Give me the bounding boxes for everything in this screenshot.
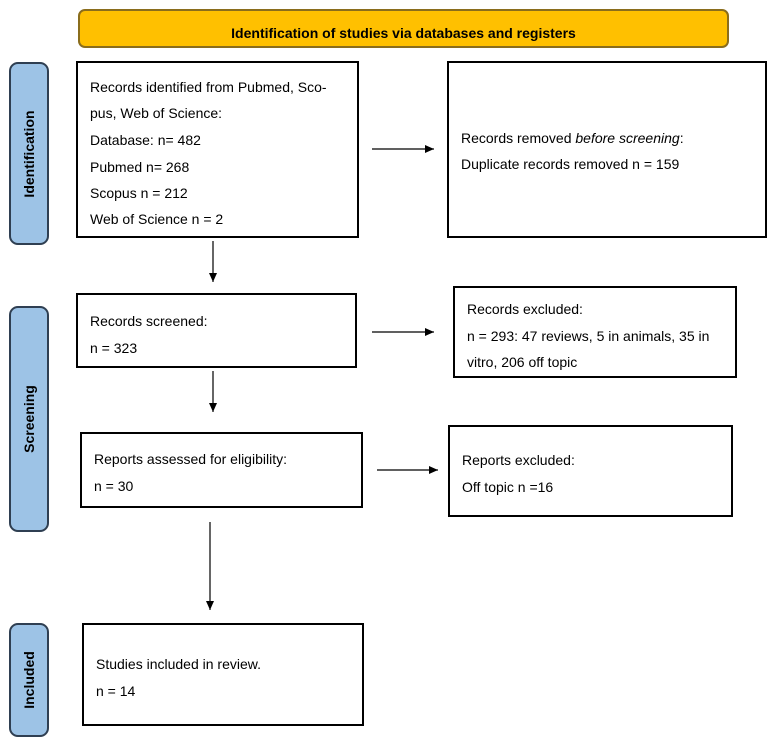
records-excluded-box: Records excluded: n = 293: 47 reviews, 5… bbox=[453, 286, 737, 378]
records-excluded-line2: n = 293: 47 reviews, 5 in animals, 35 in bbox=[467, 328, 710, 344]
records-removed-italic: before screening bbox=[575, 130, 680, 146]
records-identified-box: Records identified from Pubmed, Sco- pus… bbox=[76, 61, 359, 238]
records-screened-line2: n = 323 bbox=[90, 340, 138, 356]
reports-assessed-line2: n = 30 bbox=[94, 478, 134, 494]
records-excluded-line1: Records excluded: bbox=[467, 301, 583, 317]
reports-excluded-box: Reports excluded: Off topic n =16 bbox=[448, 425, 733, 517]
phase-screening: Screening bbox=[9, 306, 49, 532]
records-removed-line1: Records removed before screening: bbox=[461, 130, 684, 146]
studies-included-line2: n = 14 bbox=[96, 683, 136, 699]
records-identified-line1: Records identified from Pubmed, Sco- bbox=[90, 79, 327, 95]
records-identified-wos: Web of Science n = 2 bbox=[90, 211, 224, 227]
studies-included-box: Studies included in review. n = 14 bbox=[82, 623, 364, 726]
records-removed-line2: Duplicate records removed n = 159 bbox=[461, 156, 680, 172]
reports-assessed-box: Reports assessed for eligibility: n = 30 bbox=[80, 432, 363, 508]
records-removed-prefix: Records removed bbox=[461, 130, 576, 146]
records-identified-line2: pus, Web of Science: bbox=[90, 105, 223, 121]
phase-included: Included bbox=[9, 623, 49, 737]
records-removed-suffix: : bbox=[679, 130, 684, 146]
records-screened-box: Records screened: n = 323 bbox=[76, 293, 357, 368]
studies-included-line1: Studies included in review. bbox=[96, 656, 261, 672]
header-banner: Identification of studies via databases … bbox=[78, 9, 729, 48]
reports-excluded-line2: Off topic n =16 bbox=[462, 479, 554, 495]
records-screened-line1: Records screened: bbox=[90, 313, 208, 329]
records-removed-box: Records removed before screening: Duplic… bbox=[447, 61, 767, 238]
records-excluded-line3: vitro, 206 off topic bbox=[467, 354, 578, 370]
phase-identification: Identification bbox=[9, 62, 49, 245]
records-identified-database: Database: n= 482 bbox=[90, 132, 201, 148]
reports-assessed-line1: Reports assessed for eligibility: bbox=[94, 451, 287, 467]
banner-title: Identification of studies via databases … bbox=[231, 24, 576, 41]
reports-excluded-line1: Reports excluded: bbox=[462, 452, 575, 468]
records-identified-scopus: Scopus n = 212 bbox=[90, 185, 188, 201]
records-identified-pubmed: Pubmed n= 268 bbox=[90, 159, 190, 175]
